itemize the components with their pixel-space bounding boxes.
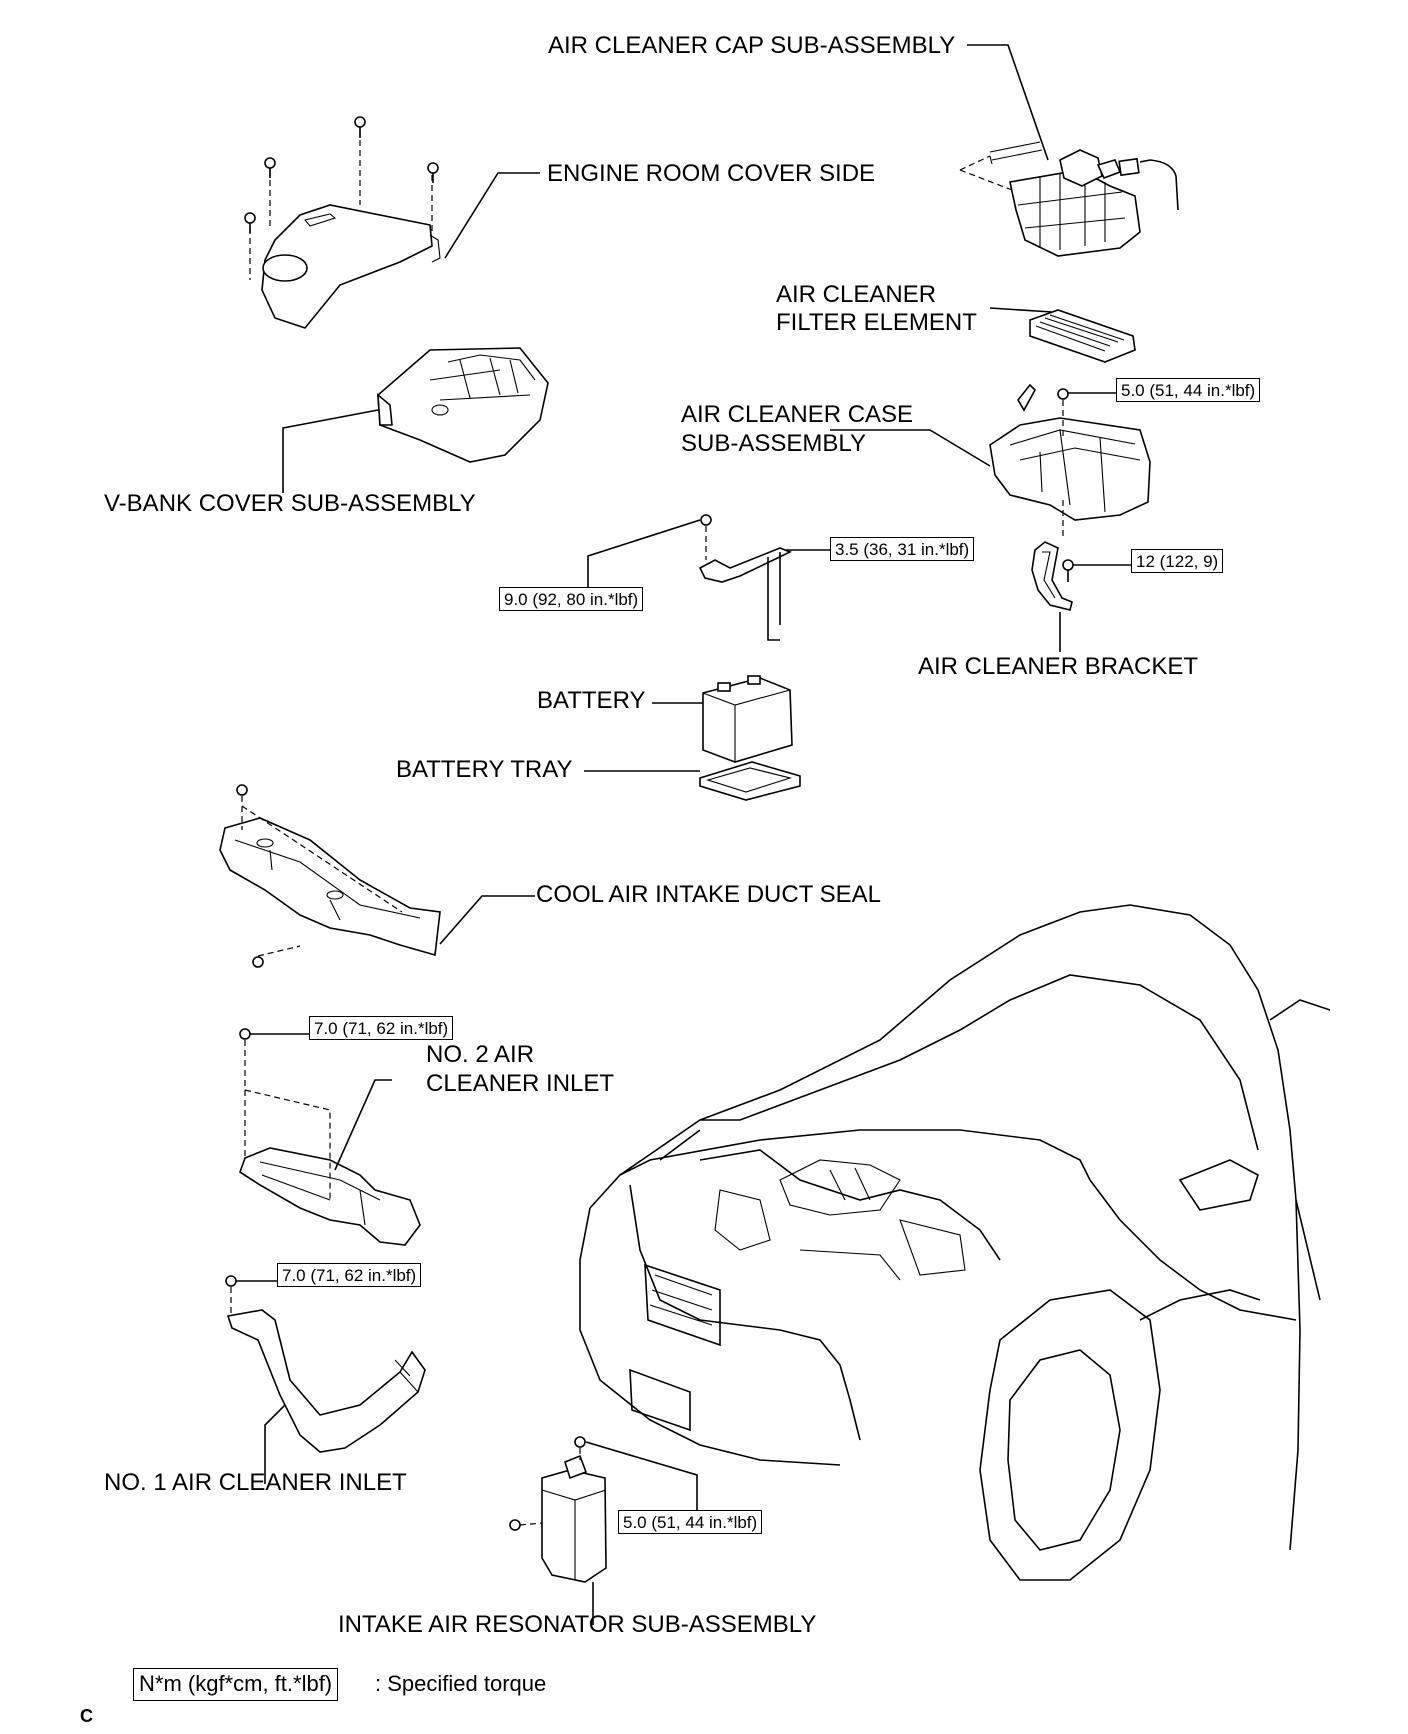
cool-air-duct-seal-leader bbox=[439, 895, 535, 945]
air-cleaner-case-leader bbox=[830, 429, 991, 467]
label-air-cleaner-bracket: AIR CLEANER BRACKET bbox=[918, 653, 1199, 680]
legend-unit-box: N*m (kgf*cm, ft.*lbf) bbox=[133, 1668, 339, 1701]
torque-battery-bolt: 9.0 (92, 80 in.*lbf) bbox=[499, 587, 644, 611]
no1-inlet-leader bbox=[264, 1404, 286, 1484]
label-battery: BATTERY bbox=[537, 687, 646, 714]
v-bank-cover-part bbox=[377, 347, 549, 463]
legend-meaning: : Specified torque bbox=[375, 1671, 547, 1696]
battery-part bbox=[702, 675, 793, 763]
no1-air-cleaner-inlet-part bbox=[225, 1275, 426, 1453]
air-cleaner-cap-leader bbox=[967, 44, 1049, 161]
air-cleaner-filter-leader bbox=[989, 307, 1053, 313]
battery-tray-part bbox=[699, 761, 801, 801]
label-engine-room-cover-side: ENGINE ROOM COVER SIDE bbox=[547, 160, 876, 187]
engine-room-cover-side-part bbox=[244, 116, 441, 329]
label-no1-inlet: NO. 1 AIR CLEANER INLET bbox=[104, 1469, 407, 1496]
resonator-torque-leader bbox=[585, 1441, 698, 1510]
torque-bracket-bolt: 12 (122, 9) bbox=[1131, 549, 1224, 573]
air-cleaner-case-part bbox=[989, 383, 1151, 540]
engine-room-cover-side-leader bbox=[444, 172, 540, 259]
air-cleaner-bracket-part bbox=[1031, 541, 1074, 611]
torque-case-bolt: 5.0 (51, 44 in.*lbf) bbox=[1116, 378, 1261, 402]
label-air-cleaner-filter-line2: FILTER ELEMENT bbox=[776, 309, 977, 336]
label-resonator: INTAKE AIR RESONATOR SUB-ASSEMBLY bbox=[338, 1611, 817, 1638]
label-air-cleaner-cap: AIR CLEANER CAP SUB-ASSEMBLY bbox=[548, 32, 956, 59]
torque-no1-inlet-bolt: 7.0 (71, 62 in.*lbf) bbox=[277, 1263, 422, 1287]
air-cleaner-cap-part bbox=[959, 141, 1179, 257]
cool-air-duct-seal-part bbox=[219, 784, 441, 968]
battery-bolt-leader bbox=[587, 519, 701, 590]
label-no2-inlet-line1: NO. 2 AIR bbox=[426, 1041, 535, 1068]
corner-mark: C bbox=[80, 1706, 93, 1726]
v-bank-cover-leader bbox=[282, 409, 379, 493]
label-no2-inlet-line2: CLEANER INLET bbox=[426, 1070, 615, 1097]
torque-resonator-bolt: 5.0 (51, 44 in.*lbf) bbox=[618, 1510, 763, 1534]
label-air-cleaner-case-line2: SUB-ASSEMBLY bbox=[681, 430, 866, 457]
vehicle-outline bbox=[579, 904, 1331, 1581]
label-air-cleaner-filter-line1: AIR CLEANER bbox=[776, 281, 937, 308]
no2-inlet-leader bbox=[334, 1079, 392, 1171]
battery-clamp-part bbox=[698, 514, 792, 641]
label-cool-air-duct-seal: COOL AIR INTAKE DUCT SEAL bbox=[536, 881, 881, 908]
label-v-bank-cover: V-BANK COVER SUB-ASSEMBLY bbox=[104, 490, 476, 517]
torque-no2-inlet-bolt: 7.0 (71, 62 in.*lbf) bbox=[309, 1016, 454, 1040]
label-battery-tray: BATTERY TRAY bbox=[396, 756, 573, 783]
air-cleaner-filter-part bbox=[1029, 309, 1136, 363]
no2-air-cleaner-inlet-part bbox=[239, 1028, 421, 1246]
label-air-cleaner-case-line1: AIR CLEANER CASE bbox=[681, 401, 914, 428]
intake-air-resonator-part bbox=[509, 1436, 607, 1583]
torque-clamp-bolt: 3.5 (36, 31 in.*lbf) bbox=[830, 537, 975, 561]
